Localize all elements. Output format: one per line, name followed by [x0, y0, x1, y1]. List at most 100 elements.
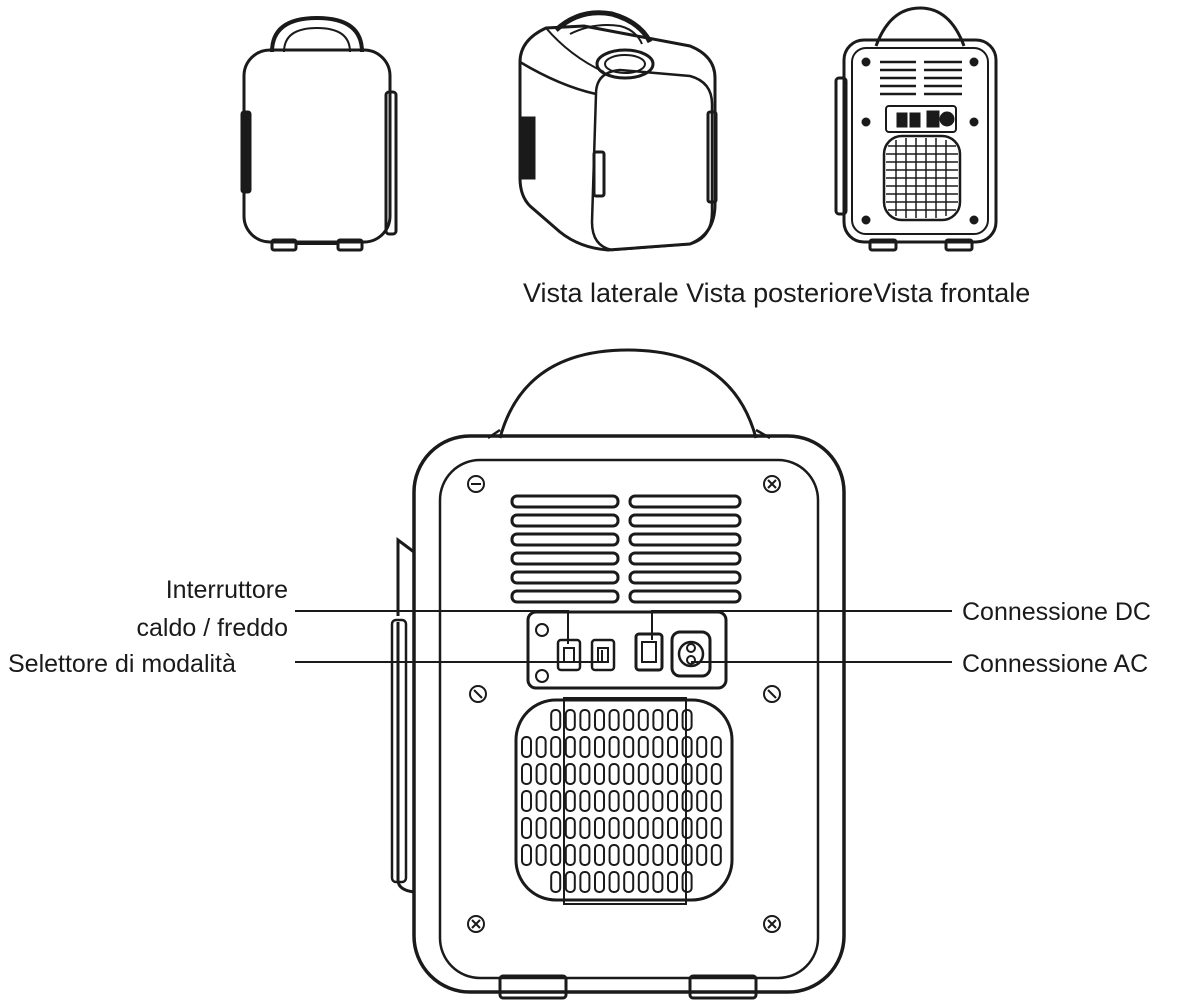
- grille-hole: [652, 790, 664, 812]
- grille-hole: [608, 790, 620, 812]
- grille-hole: [667, 709, 678, 731]
- grille-hole: [579, 709, 591, 731]
- grille-hole: [564, 817, 576, 839]
- grille-hole: [652, 709, 664, 731]
- grille-hole: [637, 790, 649, 812]
- grille-hole: [681, 817, 693, 839]
- grille-hole: [710, 817, 722, 839]
- grille-hole: [696, 736, 708, 758]
- grille-hole: [594, 736, 605, 758]
- grille-hole: [550, 709, 562, 731]
- views-caption: Vista laterale Vista posterioreVista fro…: [523, 278, 1030, 308]
- mode-selector-label: Selettore di modalità: [8, 650, 236, 678]
- grille-hole: [535, 763, 547, 785]
- grille-hole: [608, 763, 620, 785]
- grille-hole: [696, 790, 708, 812]
- grille-hole: [535, 736, 547, 758]
- grille-hole: [564, 763, 576, 785]
- grille-hole: [637, 844, 649, 866]
- grille-hole: [681, 790, 693, 812]
- grille-hole: [594, 844, 605, 866]
- grille-hole: [681, 709, 693, 731]
- vent-slot: [510, 494, 620, 509]
- grille-hole: [535, 817, 547, 839]
- grille-hole: [594, 709, 605, 731]
- grille-hole: [637, 817, 649, 839]
- grille-hole: [579, 844, 591, 866]
- grille-hole: [594, 763, 605, 785]
- grille-hole: [594, 817, 605, 839]
- grille-hole: [652, 871, 664, 893]
- grille-hole: [623, 871, 635, 893]
- grille-hole: [579, 736, 591, 758]
- grille-hole: [521, 763, 532, 785]
- grille-hole: [667, 871, 678, 893]
- vent-slot: [628, 589, 742, 604]
- grille-hole: [681, 871, 693, 893]
- grille-hole: [535, 844, 547, 866]
- vent-slot: [510, 570, 620, 585]
- grille-hole: [710, 844, 722, 866]
- grille-hole: [623, 790, 635, 812]
- grille-hole: [550, 763, 562, 785]
- vent-slot: [510, 532, 620, 547]
- grille-hole: [637, 736, 649, 758]
- hot-cold-switch-label-line2: caldo / freddo: [137, 614, 289, 642]
- grille-hole: [681, 736, 693, 758]
- grille-hole: [623, 844, 635, 866]
- grille-hole: [608, 817, 620, 839]
- grille-hole: [594, 790, 605, 812]
- grille-hole: [696, 817, 708, 839]
- grille-hole: [521, 844, 532, 866]
- grille-hole: [594, 871, 605, 893]
- grille-hole: [550, 817, 562, 839]
- grille-hole: [637, 871, 649, 893]
- ac-connection-label: Connessione AC: [962, 650, 1148, 678]
- vent-slot: [628, 570, 742, 585]
- vent-slot: [628, 494, 742, 509]
- grille-hole: [608, 844, 620, 866]
- grille-hole: [550, 844, 562, 866]
- vent-slot: [510, 513, 620, 528]
- grille-hole: [681, 763, 693, 785]
- grille-hole: [652, 817, 664, 839]
- grille-hole: [623, 709, 635, 731]
- callout-lines: [295, 610, 952, 663]
- grille-hole: [710, 736, 722, 758]
- grille-hole: [667, 790, 678, 812]
- grille-hole: [564, 736, 576, 758]
- grille-hole: [667, 817, 678, 839]
- grille-hole: [564, 871, 576, 893]
- grille-hole: [623, 763, 635, 785]
- vent-slot: [510, 589, 620, 604]
- vent-slot: [628, 513, 742, 528]
- grille-hole: [623, 736, 635, 758]
- dc-connection-label: Connessione DC: [962, 598, 1151, 626]
- side-view-drawing: [240, 15, 398, 252]
- grille-hole: [535, 790, 547, 812]
- vent-slot: [628, 532, 742, 547]
- grille-hole: [652, 844, 664, 866]
- grille-hole: [608, 871, 620, 893]
- grille-hole: [550, 790, 562, 812]
- grille-hole: [550, 736, 562, 758]
- grille-hole: [696, 844, 708, 866]
- grille-hole: [667, 763, 678, 785]
- perspective-view-drawing: [518, 10, 718, 252]
- grille-hole: [608, 736, 620, 758]
- grille-hole: [579, 871, 591, 893]
- grille-hole: [579, 763, 591, 785]
- grille-hole: [637, 709, 649, 731]
- grille-hole: [623, 817, 635, 839]
- grille-hole: [652, 736, 664, 758]
- grille-hole: [667, 844, 678, 866]
- grille-hole: [652, 763, 664, 785]
- grille-hole: [550, 871, 562, 893]
- grille-hole: [710, 763, 722, 785]
- grille-hole: [521, 736, 532, 758]
- vent-slot: [510, 551, 620, 566]
- grille-hole: [608, 709, 620, 731]
- grille-hole: [564, 844, 576, 866]
- grille-hole: [681, 844, 693, 866]
- grille-hole: [637, 763, 649, 785]
